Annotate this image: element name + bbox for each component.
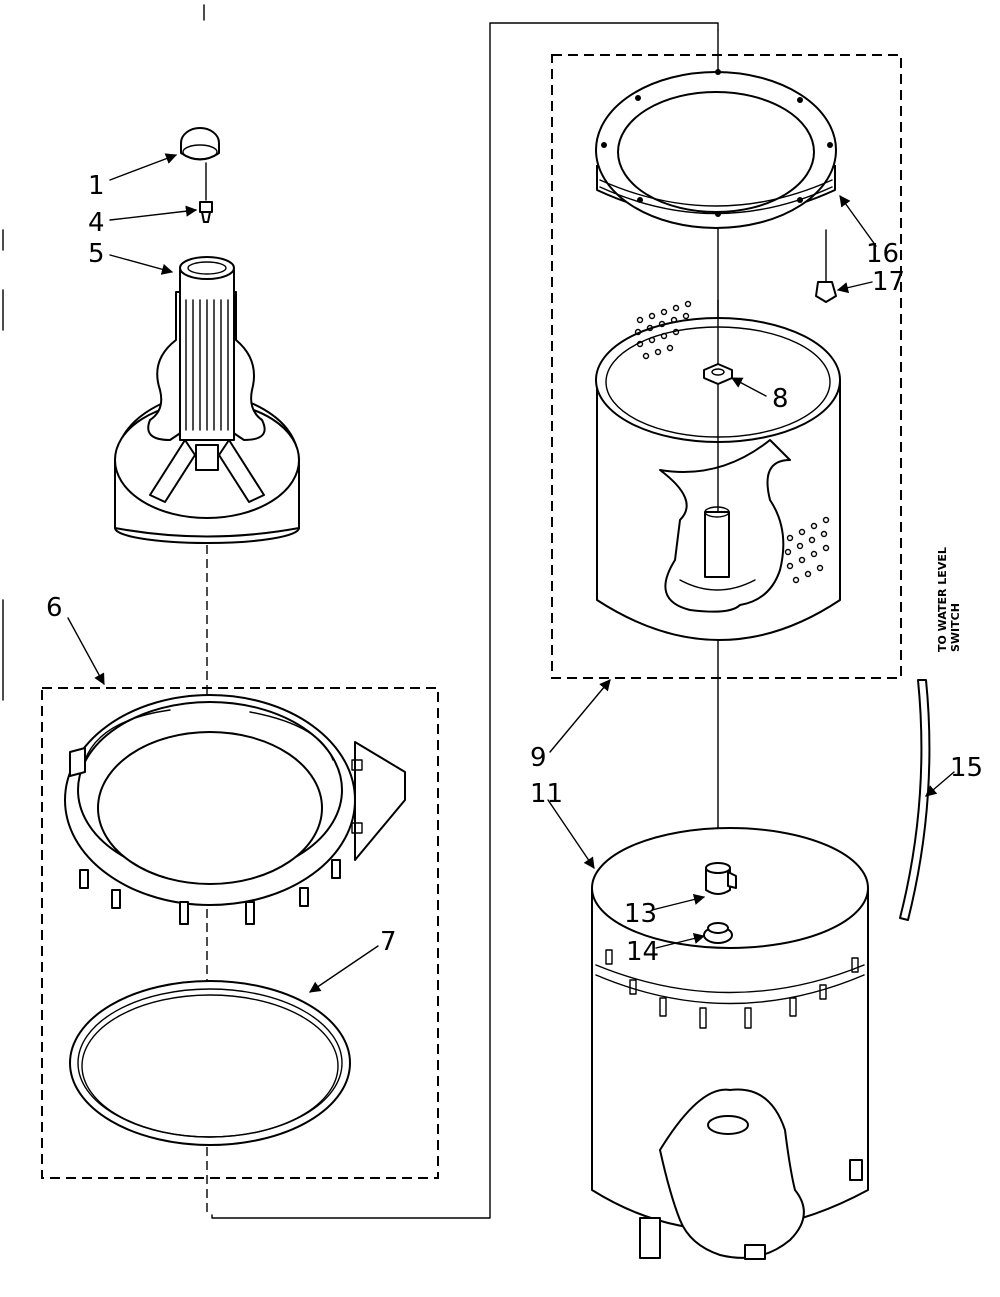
- part-6-ring: [64, 694, 406, 925]
- callout-9: 9: [530, 743, 547, 773]
- part-9-group-box: [551, 54, 902, 679]
- callout-4: 4: [88, 208, 105, 238]
- part-1-cap: [180, 127, 220, 161]
- part-14-seal: [703, 922, 733, 944]
- callout-16: 16: [866, 239, 899, 269]
- callout-13: 13: [624, 899, 657, 929]
- callout-11: 11: [530, 779, 563, 809]
- water-level-note: TO WATER LEVEL SWITCH: [936, 547, 962, 652]
- callout-14: 14: [626, 937, 659, 967]
- callout-1: 1: [88, 171, 105, 201]
- part-6-group-box: [41, 687, 439, 1179]
- callout-7: 7: [380, 927, 397, 957]
- part-11-outer-tub: [591, 827, 869, 1260]
- part-17-clip: [815, 229, 837, 303]
- callout-15: 15: [950, 753, 983, 783]
- part-7-seal: [69, 980, 351, 1146]
- part-15-hose: [899, 679, 931, 921]
- margin-marks: [2, 4, 205, 701]
- part-13-bearing: [705, 862, 737, 895]
- callout-6: 6: [46, 593, 63, 623]
- part-16-balance-ring: [595, 69, 837, 229]
- connector-line: [211, 22, 719, 1219]
- leader-lines: [67, 153, 955, 993]
- part-9-basket: [595, 299, 841, 641]
- callout-5: 5: [88, 239, 105, 269]
- part-4-stud: [199, 162, 213, 223]
- callout-8: 8: [772, 384, 789, 414]
- water-level-note-line2: SWITCH: [949, 603, 962, 652]
- part-5-agitator: [114, 256, 300, 544]
- water-level-note-line1: TO WATER LEVEL: [936, 547, 949, 652]
- callout-17: 17: [872, 267, 905, 297]
